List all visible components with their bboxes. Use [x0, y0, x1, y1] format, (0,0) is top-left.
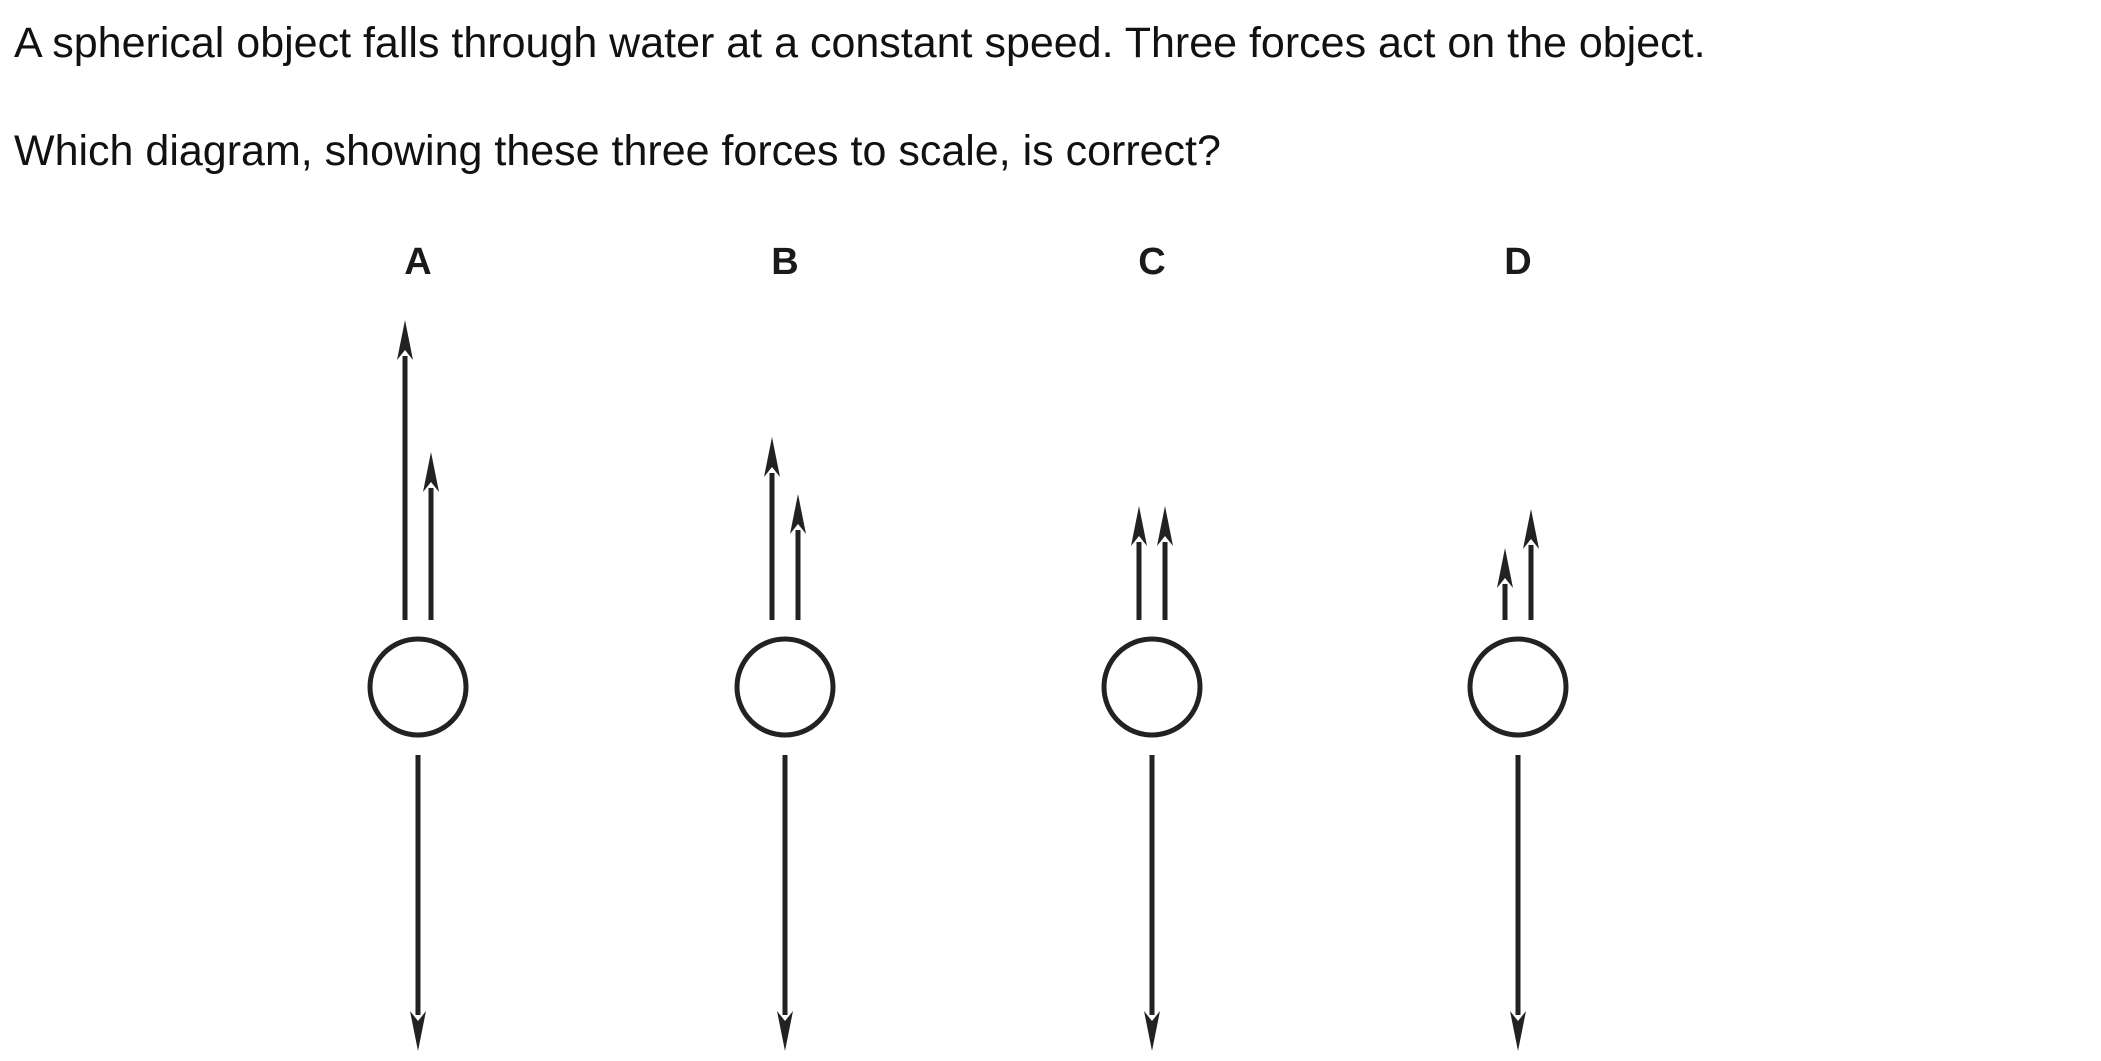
option-b-down-arrow-head: [777, 1011, 793, 1051]
option-c-down-arrow-head: [1144, 1011, 1160, 1051]
option-c-up-arrow-1-head: [1131, 506, 1147, 546]
option-a-up-arrow-1: [397, 320, 413, 620]
option-c-diagram[interactable]: C: [1101, 241, 1203, 1051]
option-d-down-arrow: [1510, 755, 1526, 1051]
option-a-sphere: [367, 636, 469, 738]
option-a-diagram[interactable]: A: [367, 241, 469, 1051]
question-line-1: A spherical object falls through water a…: [14, 19, 1706, 67]
option-b-sphere: [734, 636, 836, 738]
option-d-up-arrow-2: [1523, 509, 1539, 620]
option-c-sphere: [1101, 636, 1203, 738]
question-line-2: Which diagram, showing these three force…: [14, 127, 1221, 175]
option-d-up-arrow-1-head: [1497, 548, 1513, 588]
option-d-label: D: [1504, 241, 1531, 283]
option-d-diagram[interactable]: D: [1467, 241, 1569, 1051]
option-a-label: A: [404, 241, 431, 283]
option-d-sphere: [1467, 636, 1569, 738]
option-b-up-arrow-2-head: [790, 494, 806, 534]
option-b-down-arrow: [777, 755, 793, 1051]
option-b-up-arrow-2: [790, 494, 806, 620]
option-a-up-arrow-1-head: [397, 320, 413, 360]
option-b-up-arrow-1: [764, 437, 780, 620]
option-d-up-arrow-2-head: [1523, 509, 1539, 549]
option-c-label: C: [1138, 241, 1165, 283]
option-c-up-arrow-2-head: [1157, 506, 1173, 546]
option-b-up-arrow-1-head: [764, 437, 780, 477]
option-d-up-arrow-1: [1497, 548, 1513, 620]
option-b-diagram[interactable]: B: [734, 241, 836, 1051]
option-c-up-arrow-1: [1131, 506, 1147, 620]
option-c-down-arrow: [1144, 755, 1160, 1051]
option-a-down-arrow: [410, 755, 426, 1051]
option-d-down-arrow-head: [1510, 1011, 1526, 1051]
option-b-label: B: [771, 241, 798, 283]
option-a-up-arrow-2-head: [423, 452, 439, 492]
option-a-down-arrow-head: [410, 1011, 426, 1051]
option-a-up-arrow-2: [423, 452, 439, 620]
option-c-up-arrow-2: [1157, 506, 1173, 620]
